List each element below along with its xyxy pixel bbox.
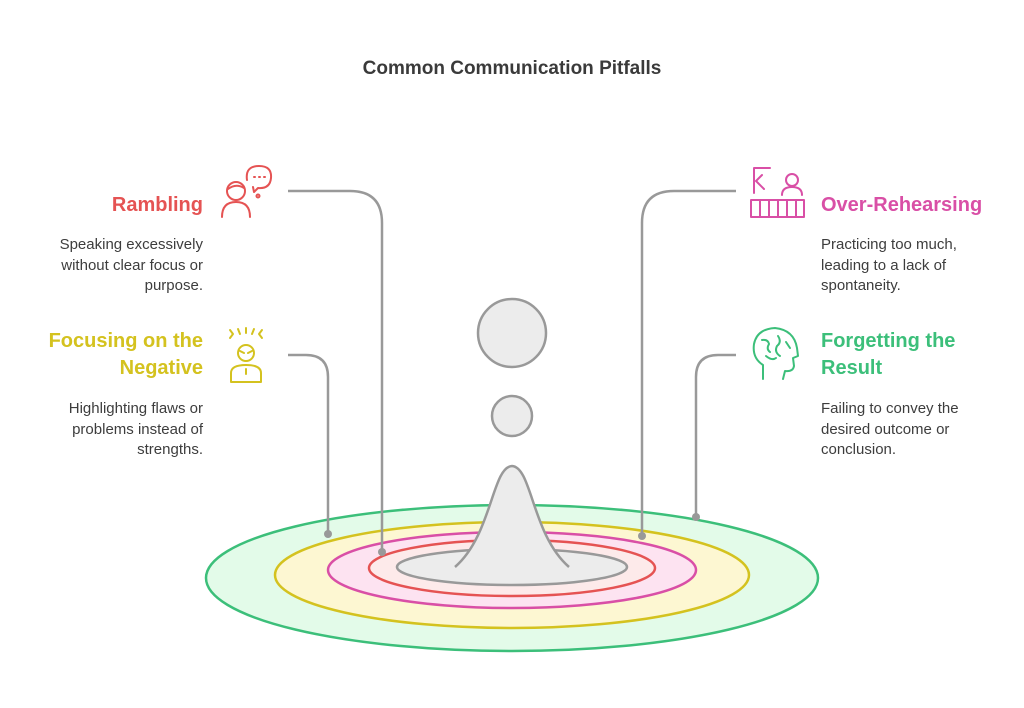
heading-over-rehearsing: Over-Rehearsing <box>821 194 983 216</box>
connector-dot-focusing-on-the-negative <box>324 530 332 538</box>
connector-dot-forgetting-the-result <box>692 513 700 521</box>
heading-rambling: Rambling <box>111 194 203 216</box>
connector-forgetting-the-result <box>694 353 736 517</box>
droplet-small <box>490 394 534 438</box>
connector-dot-rambling <box>378 548 386 556</box>
description-rambling: Speaking excessively without clear focus… <box>59 236 203 294</box>
connector-dot-over-rehearsing <box>638 532 646 540</box>
droplet-outline <box>454 464 570 568</box>
presenter-icon <box>750 167 805 218</box>
talking-person-icon <box>221 165 273 218</box>
description-over-rehearsing: Practicing too much, leading to a lack o… <box>821 236 957 294</box>
page-title: Common Communication Pitfalls <box>362 58 662 79</box>
connector-over-rehearsing <box>640 189 736 536</box>
heading-focusing-on-the-negative: Focusing on the Negative <box>48 330 203 379</box>
mind-head-icon <box>752 327 799 380</box>
description-forgetting-the-result: Failing to convey the desired outcome or… <box>821 400 959 458</box>
stressed-person-icon <box>229 327 263 383</box>
connector-focusing-on-the-negative <box>288 353 330 534</box>
droplet-large <box>476 297 548 369</box>
description-focusing-on-the-negative: Highlighting flaws or problems instead o… <box>68 400 203 458</box>
droplet-peak <box>455 466 569 567</box>
connector-rambling <box>288 189 384 552</box>
heading-forgetting-the-result: Forgetting the Result <box>821 330 956 379</box>
